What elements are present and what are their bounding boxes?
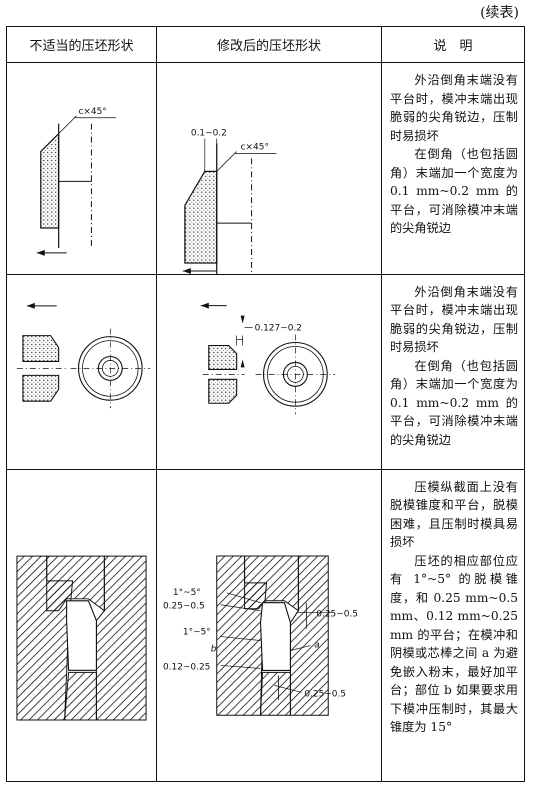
header-row: 不适当的压坯形状 修改后的压坯形状 说 明 xyxy=(6,25,525,64)
comparison-table: 不适当的压坯形状 修改后的压坯形状 说 明 xyxy=(6,25,525,783)
explanation-paragraph: 在倒角（也包括圆角）末端加一个宽度为 0.1 mm~0.2 mm 的平台，可消除… xyxy=(390,358,518,447)
explanation-paragraph: 外沿倒角末端没有平台时，模冲末端出现脆弱的尖角锐边，压制时易损坏 xyxy=(390,73,518,143)
die-bad-figure xyxy=(7,470,156,781)
header-explanation: 说 明 xyxy=(381,25,525,64)
explanation-text: 外沿倒角末端没有平台时，模冲末端出现脆弱的尖角锐边，压制时易损坏 在倒角（也包括… xyxy=(382,275,524,454)
continued-label: (续表) xyxy=(480,5,519,21)
bad-shape-cell xyxy=(6,468,157,783)
explanation-cell: 外沿倒角末端没有平台时，模冲末端出现脆弱的尖角锐边，压制时易损坏 在倒角（也包括… xyxy=(381,273,525,470)
table-row: c×45° 0.1~0.2 xyxy=(6,62,525,275)
chamfer-bad-figure: c×45° xyxy=(7,63,156,274)
explanation-text: 外沿倒角末端没有平台时，模冲末端出现脆弱的尖角锐边，压制时易损坏 在倒角（也包括… xyxy=(382,63,524,242)
bad-shape-cell xyxy=(6,273,157,470)
modified-shape-cell: 0.127~0.2 xyxy=(156,273,382,470)
explanation-cell: 压模纵截面上没有脱模锥度和平台，脱模困难，且压制时模具易损坏 压坯的相应部位应有… xyxy=(381,468,525,783)
bad-shape-cell: c×45° xyxy=(6,62,157,275)
modified-shape-cell: 1°~5° 0.25~0.5 1°~5° b 0.12~0.25 0.25~0.… xyxy=(156,468,382,783)
header-bad-shape: 不适当的压坯形状 xyxy=(6,25,157,64)
bushing-bad-figure xyxy=(7,275,156,469)
explanation-paragraph: 外沿倒角末端没有平台时，模冲末端出现脆弱的尖角锐边，压制时易损坏 xyxy=(390,284,518,355)
header-modified-shape: 修改后的压坯形状 xyxy=(156,25,382,64)
explanation-text: 压模纵截面上没有脱模锥度和平台，脱模困难，且压制时模具易损坏 压坯的相应部位应有… xyxy=(382,470,524,741)
modified-shape-cell: 0.1~0.2 c×45° xyxy=(156,62,382,275)
explanation-paragraph: 压模纵截面上没有脱模锥度和平台，脱模困难，且压制时模具易损坏 xyxy=(390,479,518,550)
explanation-paragraph: 压坯的相应部位应有 1°~5° 的脱模锥度，和 0.25 mm~0.5 mm、0… xyxy=(390,553,518,735)
table-row: 0.127~0.2 外沿倒角末端没有平台时，模冲末端出现脆弱的尖角锐边，压制时易… xyxy=(6,273,525,470)
explanation-cell: 外沿倒角末端没有平台时，模冲末端出现脆弱的尖角锐边，压制时易损坏 在倒角（也包括… xyxy=(381,62,525,275)
explanation-paragraph: 在倒角（也包括圆角）末端加一个宽度为 0.1 mm~0.2 mm 的平台，可消除… xyxy=(390,147,518,236)
die-modified-figure: 1°~5° 0.25~0.5 1°~5° b 0.12~0.25 0.25~0.… xyxy=(157,470,381,781)
chamfer-modified-figure: 0.1~0.2 c×45° xyxy=(157,63,381,274)
bushing-modified-figure: 0.127~0.2 xyxy=(157,275,381,469)
table-row: 1°~5° 0.25~0.5 1°~5° b 0.12~0.25 0.25~0.… xyxy=(6,468,525,783)
